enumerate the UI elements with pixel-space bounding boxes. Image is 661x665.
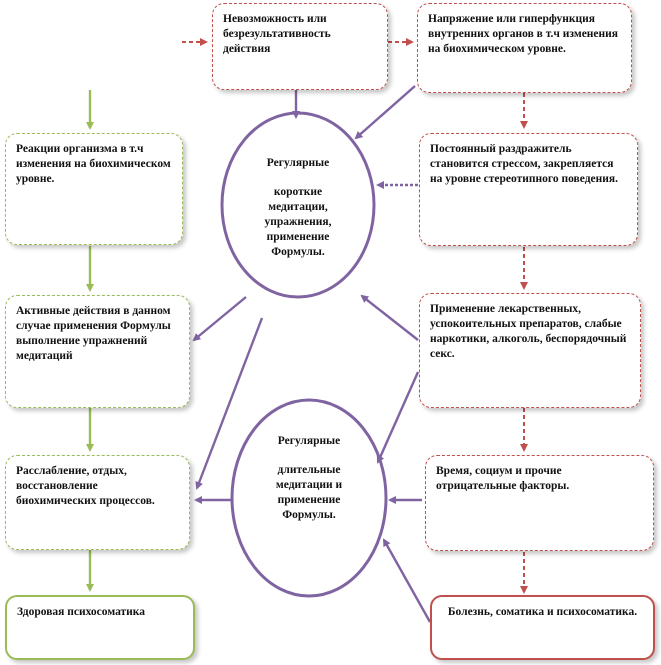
box-medications: Применение лекарственных, успокоительных… <box>419 293 641 408</box>
long-oval-body: длительные медитации и применение Формул… <box>275 464 343 521</box>
box-disease: Болезнь, соматика и психосоматика. <box>430 595 655 660</box>
arrow-medications-to-oval <box>360 294 419 341</box>
box-active-actions-text: Активные действия в данном случае примен… <box>16 305 171 362</box>
box-time-society-text: Время, социум и прочие отрицательные фак… <box>436 465 570 492</box>
short-oval-title: Регулярные <box>266 157 330 169</box>
box-constant-irritant-text: Постоянный раздражитель становится стрес… <box>430 143 618 185</box>
arrow-oval-to-relaxation <box>195 317 264 490</box>
long-meditation-oval <box>230 398 388 598</box>
short-oval-body: короткие медитации, упражнения, применен… <box>264 186 332 258</box>
box-relaxation-text: Расслабление, отдых, восстановление биох… <box>16 465 155 507</box>
box-active-actions: Активные действия в данном случае примен… <box>5 295 190 408</box>
box-medications-text: Применение лекарственных, успокоительных… <box>430 303 627 360</box>
box-reactions: Реакции организма в т.ч изменения на био… <box>5 133 183 245</box>
box-healthy-text: Здоровая психосоматика <box>17 606 146 618</box>
arrow-disease-to-long-oval <box>382 538 432 623</box>
box-impossibility: Невозможность или безрезультативность де… <box>212 3 388 90</box>
box-tension: Напряжение или гиперфункция внутренних о… <box>417 3 632 93</box>
box-healthy: Здоровая психосоматика <box>5 595 195 660</box>
box-time-society: Время, социум и прочие отрицательные фак… <box>425 455 654 551</box>
arrow-medications-to-long-oval <box>376 371 420 464</box>
box-relaxation: Расслабление, отдых, восстановление биох… <box>5 455 190 550</box>
long-oval-title: Регулярные <box>277 435 341 447</box>
short-oval-label: Регулярные короткие медитации, упражнени… <box>240 156 356 260</box>
arrow-tension-to-oval <box>354 85 416 140</box>
arrow-oval-to-active <box>192 296 247 342</box>
box-reactions-text: Реакции организма в т.ч изменения на био… <box>16 143 171 185</box>
box-disease-text: Болезнь, соматика и психосоматика. <box>447 606 638 618</box>
long-oval-label: Регулярные длительные медитации и примен… <box>250 434 368 523</box>
box-tension-text: Напряжение или гиперфункция внутренних о… <box>428 13 619 55</box>
box-impossibility-text: Невозможность или безрезультативность де… <box>223 13 331 55</box>
box-constant-irritant: Постоянный раздражитель становится стрес… <box>419 133 638 246</box>
